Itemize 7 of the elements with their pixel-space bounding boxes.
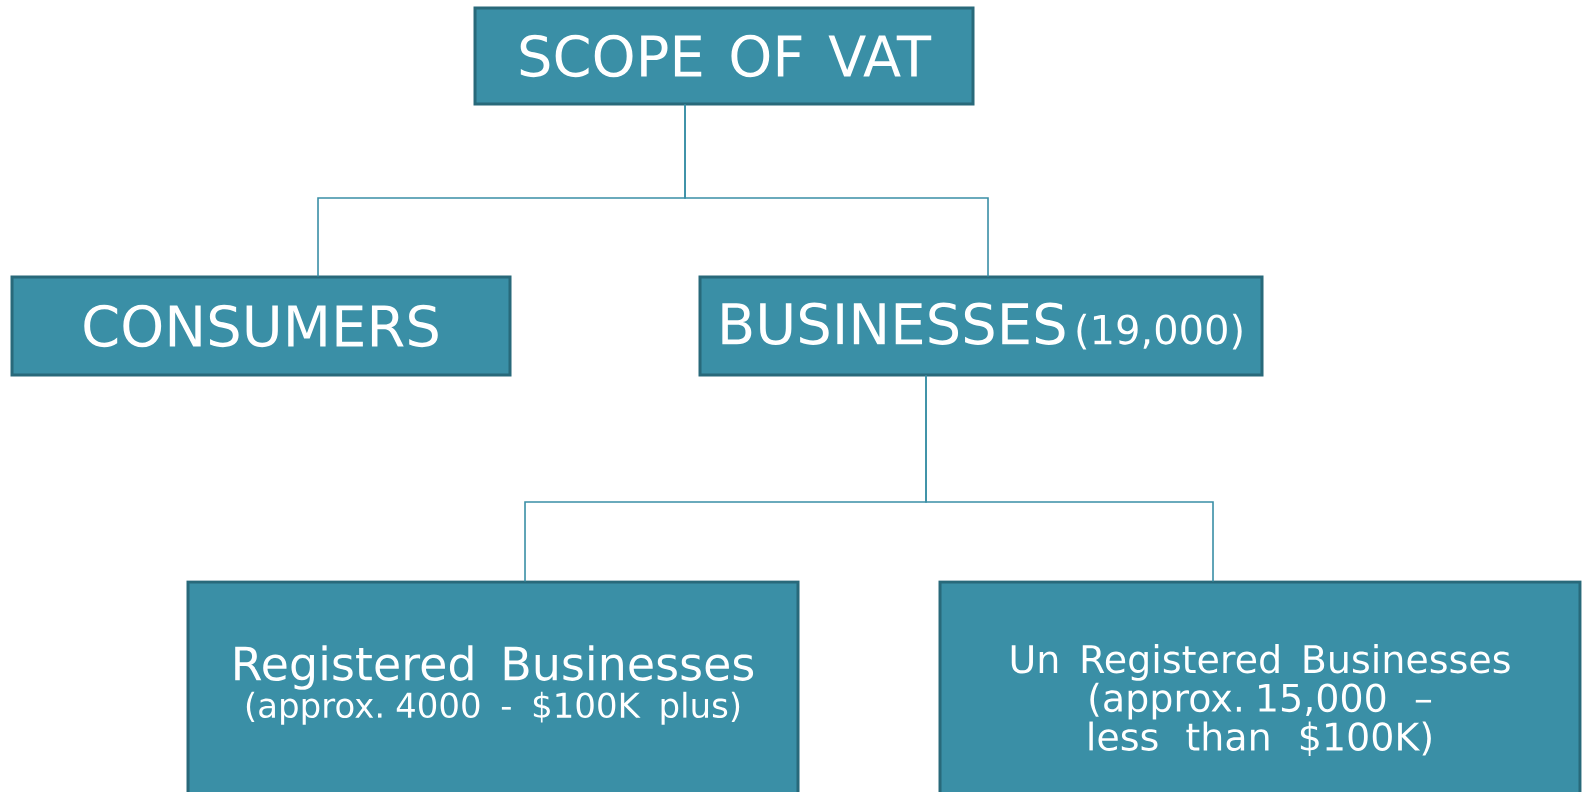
process-box: SCOPE OF VAT [473, 6, 975, 106]
process-box: Un Registered Businesses (approx. 15,000 – less than $100K) [938, 580, 1582, 792]
process-box: Registered Businesses (approx. 4000 - $100K plus) [186, 580, 800, 792]
process-box: BUSINESSES (19,000) [698, 275, 1264, 377]
connector-line [925, 374, 1214, 583]
connector-line [684, 103, 989, 278]
process-box: CONSUMERS [10, 275, 512, 377]
